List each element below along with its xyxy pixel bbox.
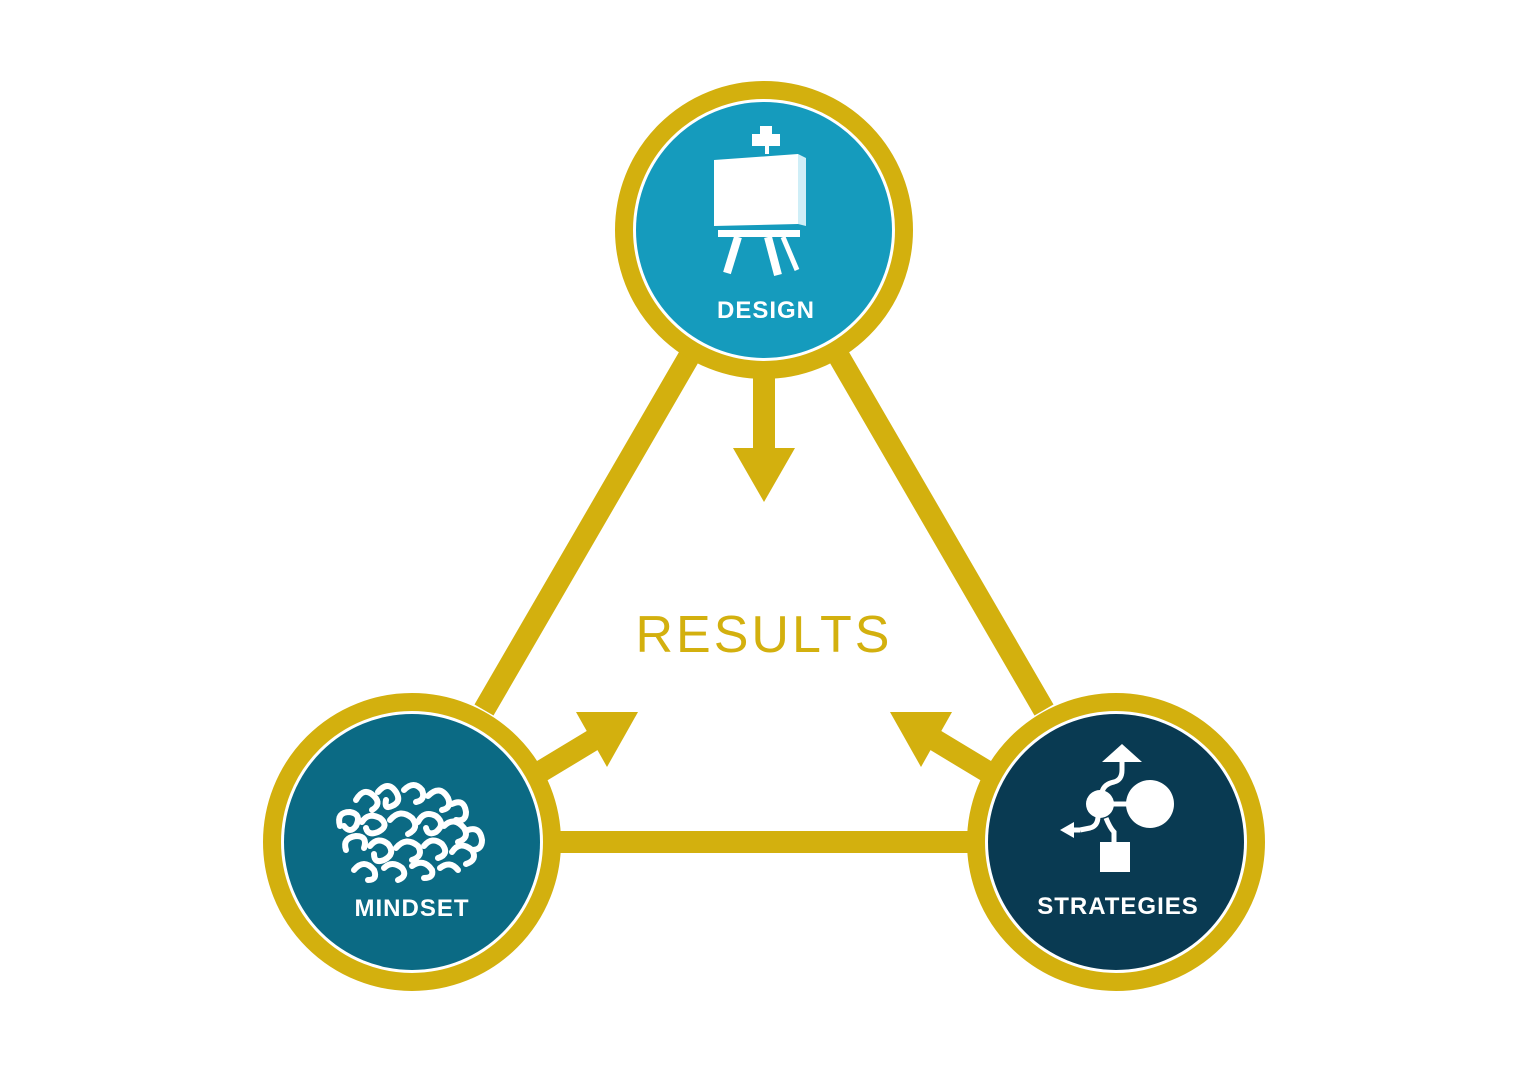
edge-design-strategies bbox=[828, 349, 1054, 716]
arrow-mindset-to-results bbox=[534, 712, 638, 782]
results-label: RESULTS bbox=[636, 606, 893, 664]
flowchart-icon bbox=[1060, 744, 1174, 872]
brain-icon bbox=[336, 782, 486, 883]
mindset-label: MINDSET bbox=[355, 895, 470, 922]
edge-design-mindset bbox=[474, 349, 700, 716]
strategies-node: STRATEGIES bbox=[967, 693, 1265, 991]
arrow-strategies-to-results bbox=[890, 712, 994, 782]
mindset-node: MINDSET bbox=[263, 693, 561, 991]
design-label: DESIGN bbox=[717, 297, 815, 324]
design-node: DESIGN bbox=[615, 81, 913, 379]
strategies-label: STRATEGIES bbox=[1037, 893, 1199, 920]
triangle-edges bbox=[474, 349, 1054, 853]
easel-icon bbox=[714, 126, 806, 277]
arrow-design-to-results bbox=[733, 375, 795, 502]
result-arrows bbox=[534, 375, 994, 782]
